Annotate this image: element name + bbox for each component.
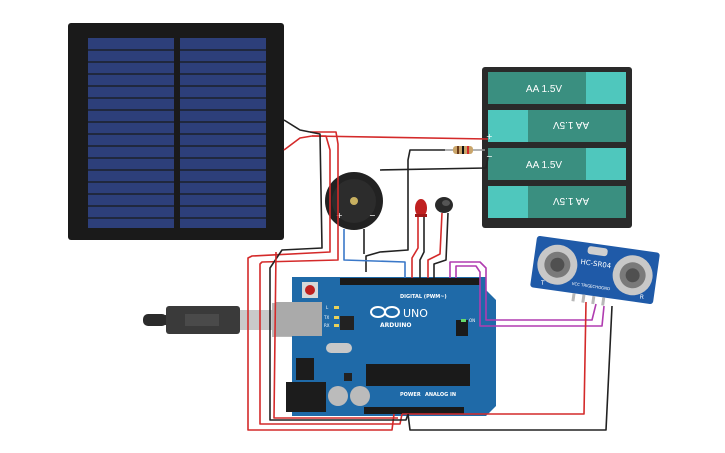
vibration-motor[interactable] [435, 197, 453, 213]
battery-cell-3: AA 1.5V [488, 148, 626, 180]
sensor-pin-trig: TRIG [580, 282, 591, 288]
sensor-pin-gnd: GND [601, 285, 611, 291]
sensor-pin-vcc: VCC [571, 281, 580, 287]
piezo-buzzer[interactable]: + − [325, 172, 383, 230]
arduino-logo-icon [370, 306, 400, 318]
wire-red-loop-2 [259, 131, 403, 425]
arduino-model-label: UNO [403, 307, 428, 320]
wire-sensor-gnd [407, 305, 613, 431]
sensor-r-label: R [639, 294, 644, 302]
arduino-uno-board[interactable]: L TX RX ARDUINO UNO DIGITAL (PWM~) POWER… [276, 277, 496, 416]
wire-led-anode [411, 217, 419, 278]
wire-motor-positive [427, 212, 443, 278]
usb-b-port [276, 302, 322, 336]
dc-barrel-jack [286, 382, 326, 412]
battery-cell-2: AA 1.5V [488, 110, 626, 142]
ultrasonic-sensor[interactable]: HC-SR04 VCC TRIG ECHO GND T R [529, 236, 660, 313]
power-header-label: POWER [400, 392, 421, 398]
battery-cell-4: AA 1.5V [488, 186, 626, 218]
wire-motor-negative [433, 212, 449, 278]
buzzer-minus-label: − [369, 211, 376, 220]
wire-sensor-vcc [402, 301, 587, 415]
wire-solar-positive [283, 135, 313, 151]
battery-cell-1: AA 1.5V [488, 72, 626, 104]
wire-black-battery [379, 156, 489, 171]
battery-cell-label: AA 1.5V [553, 195, 589, 206]
wire-solar-negative [283, 119, 311, 133]
battery-minus-label: − [486, 152, 493, 161]
solar-cells-right [180, 38, 266, 228]
power-analog-header [364, 407, 464, 414]
wire-red-loop-1 [247, 135, 395, 431]
digital-header [340, 278, 480, 285]
wire-red-power [273, 251, 398, 419]
led-label-l: L [326, 305, 329, 310]
wire-solar-battery [311, 135, 489, 140]
wires [247, 119, 613, 431]
led-label-tx: TX [323, 315, 329, 320]
battery-cell-label: AA 1.5V [526, 84, 562, 95]
resistor[interactable] [445, 146, 485, 154]
digital-header-label: DIGITAL (PWM~) [400, 294, 447, 300]
solar-cells-left [88, 38, 174, 228]
solar-panel[interactable] [68, 23, 284, 240]
wire-sensor-echo [455, 265, 605, 327]
battery-pack[interactable]: AA 1.5V AA 1.5V AA 1.5V AA 1.5V + − [482, 67, 632, 228]
wire-led-cathode [419, 217, 425, 278]
battery-plus-label: + [486, 132, 493, 141]
analog-header-label: ANALOG IN [425, 392, 456, 398]
battery-cell-label: AA 1.5V [526, 160, 562, 171]
red-led[interactable] [415, 199, 427, 217]
wire-buzzer-signal [343, 229, 406, 278]
wire-black-resistor [365, 149, 445, 272]
sensor-pin-echo: ECHO [590, 283, 602, 290]
led-label-rx: RX [324, 323, 330, 328]
on-led-label: ON [469, 318, 475, 323]
atmega-chip [366, 364, 470, 386]
solar-grid-lines [88, 49, 266, 219]
arduino-brand-label: ARDUINO [380, 322, 411, 329]
battery-cell-label: AA 1.5V [553, 119, 589, 130]
sensor-t-label: T [539, 279, 545, 287]
wire-sensor-trig [449, 261, 597, 321]
buzzer-plus-label: + [336, 211, 343, 220]
